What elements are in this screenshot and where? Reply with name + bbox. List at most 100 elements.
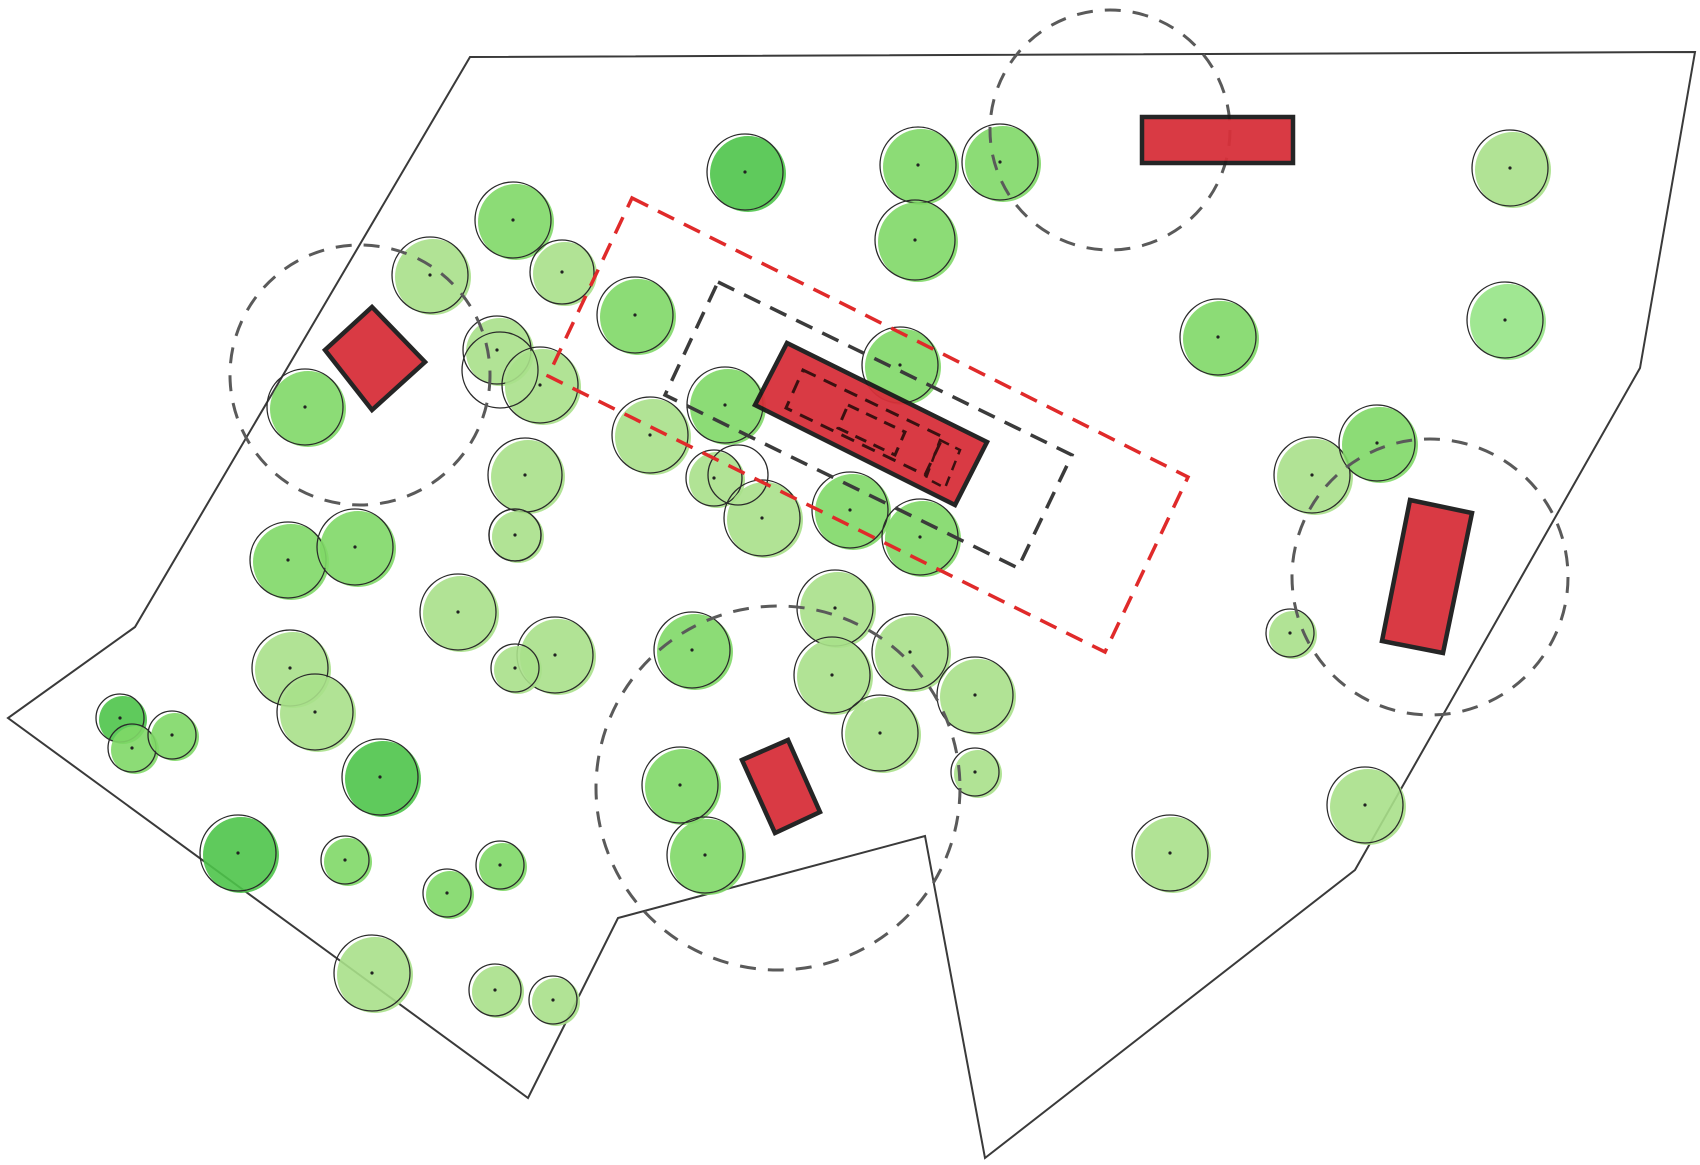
tree-outline: [1338, 404, 1416, 482]
tree-canopy: [600, 279, 676, 355]
tree: [653, 611, 733, 690]
tree-canopy: [940, 659, 1016, 735]
building: [1139, 114, 1296, 166]
tree-trunk-dot: [553, 653, 557, 657]
tree-outline: [266, 368, 344, 446]
tree-trunk-dot: [130, 746, 134, 750]
clearance-buffer: [1290, 437, 1570, 717]
tree-outline: [490, 643, 540, 693]
tree-trunk-dot: [833, 606, 837, 610]
tree-canopy: [491, 440, 565, 514]
tree-outline: [528, 975, 578, 1025]
tree-outline: [462, 315, 532, 385]
tree-canopy: [670, 819, 746, 895]
tree-trunk-dot: [303, 405, 307, 409]
tree: [723, 479, 803, 558]
tree-canopy: [865, 329, 941, 405]
tree-trunk-dot: [551, 998, 555, 1002]
tree-group: [95, 123, 1551, 1026]
tree-outline: [468, 963, 522, 1017]
tree-outline: [276, 673, 354, 751]
tree: [1471, 129, 1551, 208]
tree: [871, 613, 951, 692]
tree: [881, 498, 961, 577]
tree: [666, 816, 746, 895]
tree: [1273, 436, 1353, 515]
tree-trunk-dot: [560, 270, 564, 274]
tree-outline: [1471, 129, 1549, 207]
tree-trunk-dot: [878, 731, 882, 735]
zone-group: [545, 195, 1191, 655]
tree-trunk-dot: [353, 545, 357, 549]
tree-canopy: [1342, 407, 1418, 483]
tree-outline: [611, 396, 689, 474]
tree-canopy: [690, 369, 766, 445]
tree-canopy: [111, 726, 159, 774]
building-core-dashed: [836, 402, 907, 458]
tree: [706, 133, 786, 212]
tree-outline: [391, 236, 469, 314]
tree: [276, 673, 356, 752]
tree: [796, 569, 876, 648]
tree-canopy: [253, 524, 329, 600]
tree-trunk-dot: [973, 693, 977, 697]
tree-outline: [320, 835, 370, 885]
tree-outline: [841, 694, 919, 772]
tree-canopy: [845, 697, 921, 773]
tree-outline: [685, 449, 743, 507]
tree-canopy: [151, 713, 199, 761]
tree-trunk-dot: [1288, 631, 1292, 635]
tree-outline: [871, 613, 949, 691]
tree: [391, 236, 471, 315]
tree-canopy: [885, 501, 961, 577]
tree-trunk-dot: [760, 516, 764, 520]
tree-canopy: [270, 371, 346, 447]
tree-trunk-dot: [118, 716, 122, 720]
tree-trunk-dot: [913, 238, 917, 242]
tree-canopy: [883, 129, 959, 205]
tree-outline: [723, 479, 801, 557]
tree: [419, 573, 499, 652]
tree-trunk-dot: [690, 648, 694, 652]
tree: [596, 276, 676, 355]
tree-trunk-dot: [286, 558, 290, 562]
tree-canopy: [878, 202, 958, 282]
tree-outline: [316, 508, 394, 586]
tree-canopy: [395, 239, 471, 315]
building: [739, 737, 823, 837]
tree-trunk-dot: [343, 858, 347, 862]
tree-trunk-dot: [848, 508, 852, 512]
tree-trunk-dot: [1168, 851, 1172, 855]
building: [321, 303, 429, 414]
tree: [501, 346, 581, 425]
setback-zone: [662, 279, 1075, 571]
tree-trunk-dot: [511, 218, 515, 222]
tree-trunk-dot: [678, 783, 682, 787]
tree-trunk-dot: [288, 666, 292, 670]
tree-outline: [529, 239, 595, 305]
tree-trunk-dot: [513, 533, 517, 537]
tree: [266, 368, 346, 447]
tree: [611, 396, 691, 475]
tree-trunk-dot: [428, 273, 432, 277]
tree-canopy: [710, 136, 786, 212]
tree-canopy: [492, 511, 544, 563]
tree-trunk-dot: [1508, 166, 1512, 170]
tree-outline: [1326, 766, 1404, 844]
tree-trunk-dot: [538, 383, 542, 387]
tree-canopy: [965, 126, 1041, 202]
tree: [950, 747, 1002, 798]
tree-trunk-dot: [170, 733, 174, 737]
tree-outline: [199, 814, 277, 892]
tree-canopy: [875, 616, 951, 692]
tree-trunk-dot: [1503, 318, 1507, 322]
tree-trunk-dot: [723, 403, 727, 407]
tree-trunk-dot: [743, 170, 747, 174]
tree: [936, 656, 1016, 735]
tree-canopy: [1183, 301, 1259, 377]
clearance-buffer: [228, 243, 492, 507]
tree: [874, 199, 958, 282]
tree-trunk-dot: [456, 610, 460, 614]
tree-trunk-dot: [998, 160, 1002, 164]
tree-outline-empty: [461, 331, 539, 409]
